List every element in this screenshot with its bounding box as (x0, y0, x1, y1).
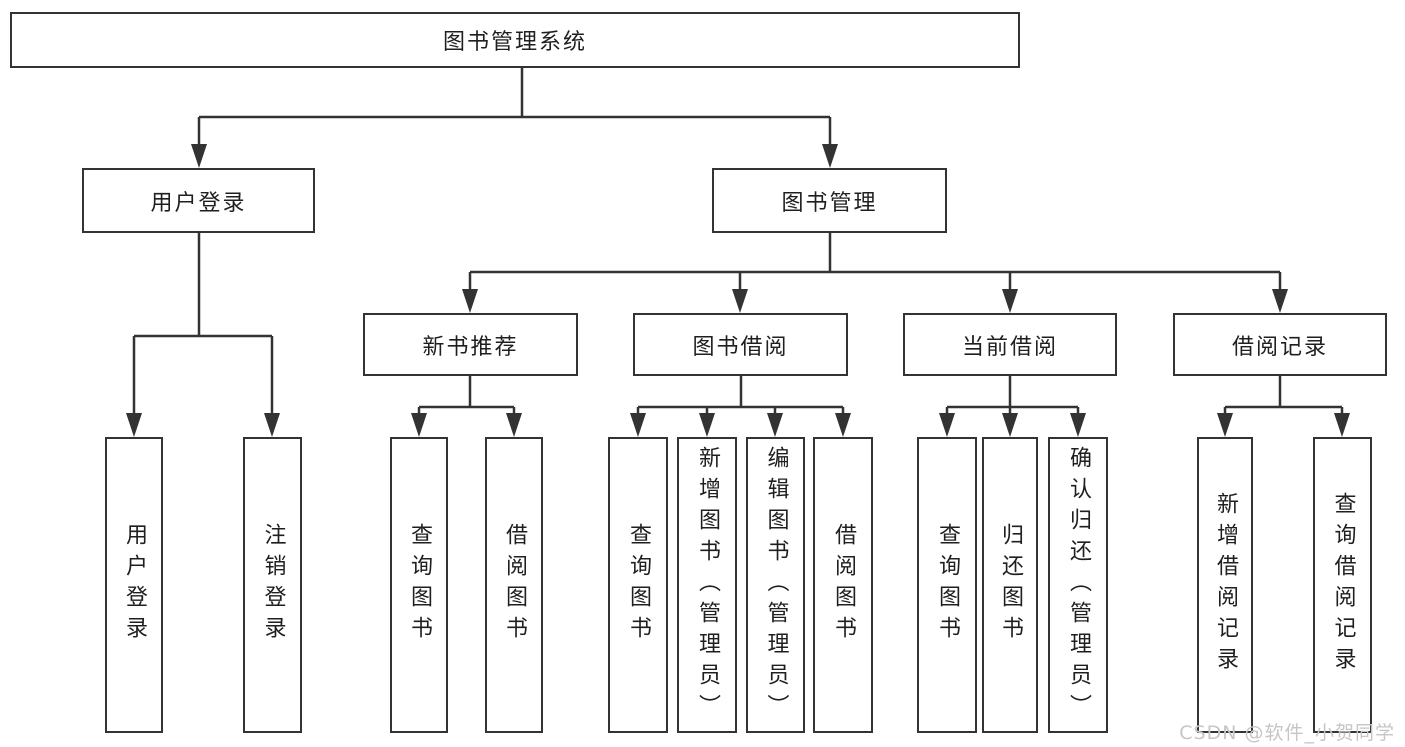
leaf-add-borrow-record: 新增借阅记录 (1197, 437, 1253, 733)
node-user-login: 用户登录 (82, 168, 315, 233)
node-new-book-recommend: 新书推荐 (363, 313, 578, 376)
leaf-edit-book-admin: 编辑图书（管理员） (746, 437, 805, 733)
node-book-borrowing: 图书借阅 (633, 313, 848, 376)
csdn-watermark: CSDN @软件_小贺同学 (1179, 722, 1395, 744)
leaf-query-books-recommend: 查询图书 (390, 437, 448, 733)
arrowhead-icons (126, 144, 1350, 437)
leaf-borrow-books-recommend: 借阅图书 (485, 437, 543, 733)
leaf-add-book-admin: 新增图书（管理员） (677, 437, 737, 733)
node-library-management-system: 图书管理系统 (10, 12, 1020, 68)
leaf-confirm-return-admin: 确认归还（管理员） (1048, 437, 1108, 733)
leaf-user-login: 用户登录 (105, 437, 163, 733)
leaf-logout: 注销登录 (243, 437, 302, 733)
leaf-borrow-books-borrowing: 借阅图书 (813, 437, 873, 733)
leaf-return-books: 归还图书 (982, 437, 1038, 733)
node-borrowing-records: 借阅记录 (1173, 313, 1387, 376)
leaf-query-books-current: 查询图书 (917, 437, 977, 733)
node-book-management: 图书管理 (712, 168, 947, 233)
leaf-query-borrow-record: 查询借阅记录 (1313, 437, 1372, 733)
node-current-borrowing: 当前借阅 (903, 313, 1117, 376)
leaf-query-books-borrowing: 查询图书 (608, 437, 668, 733)
